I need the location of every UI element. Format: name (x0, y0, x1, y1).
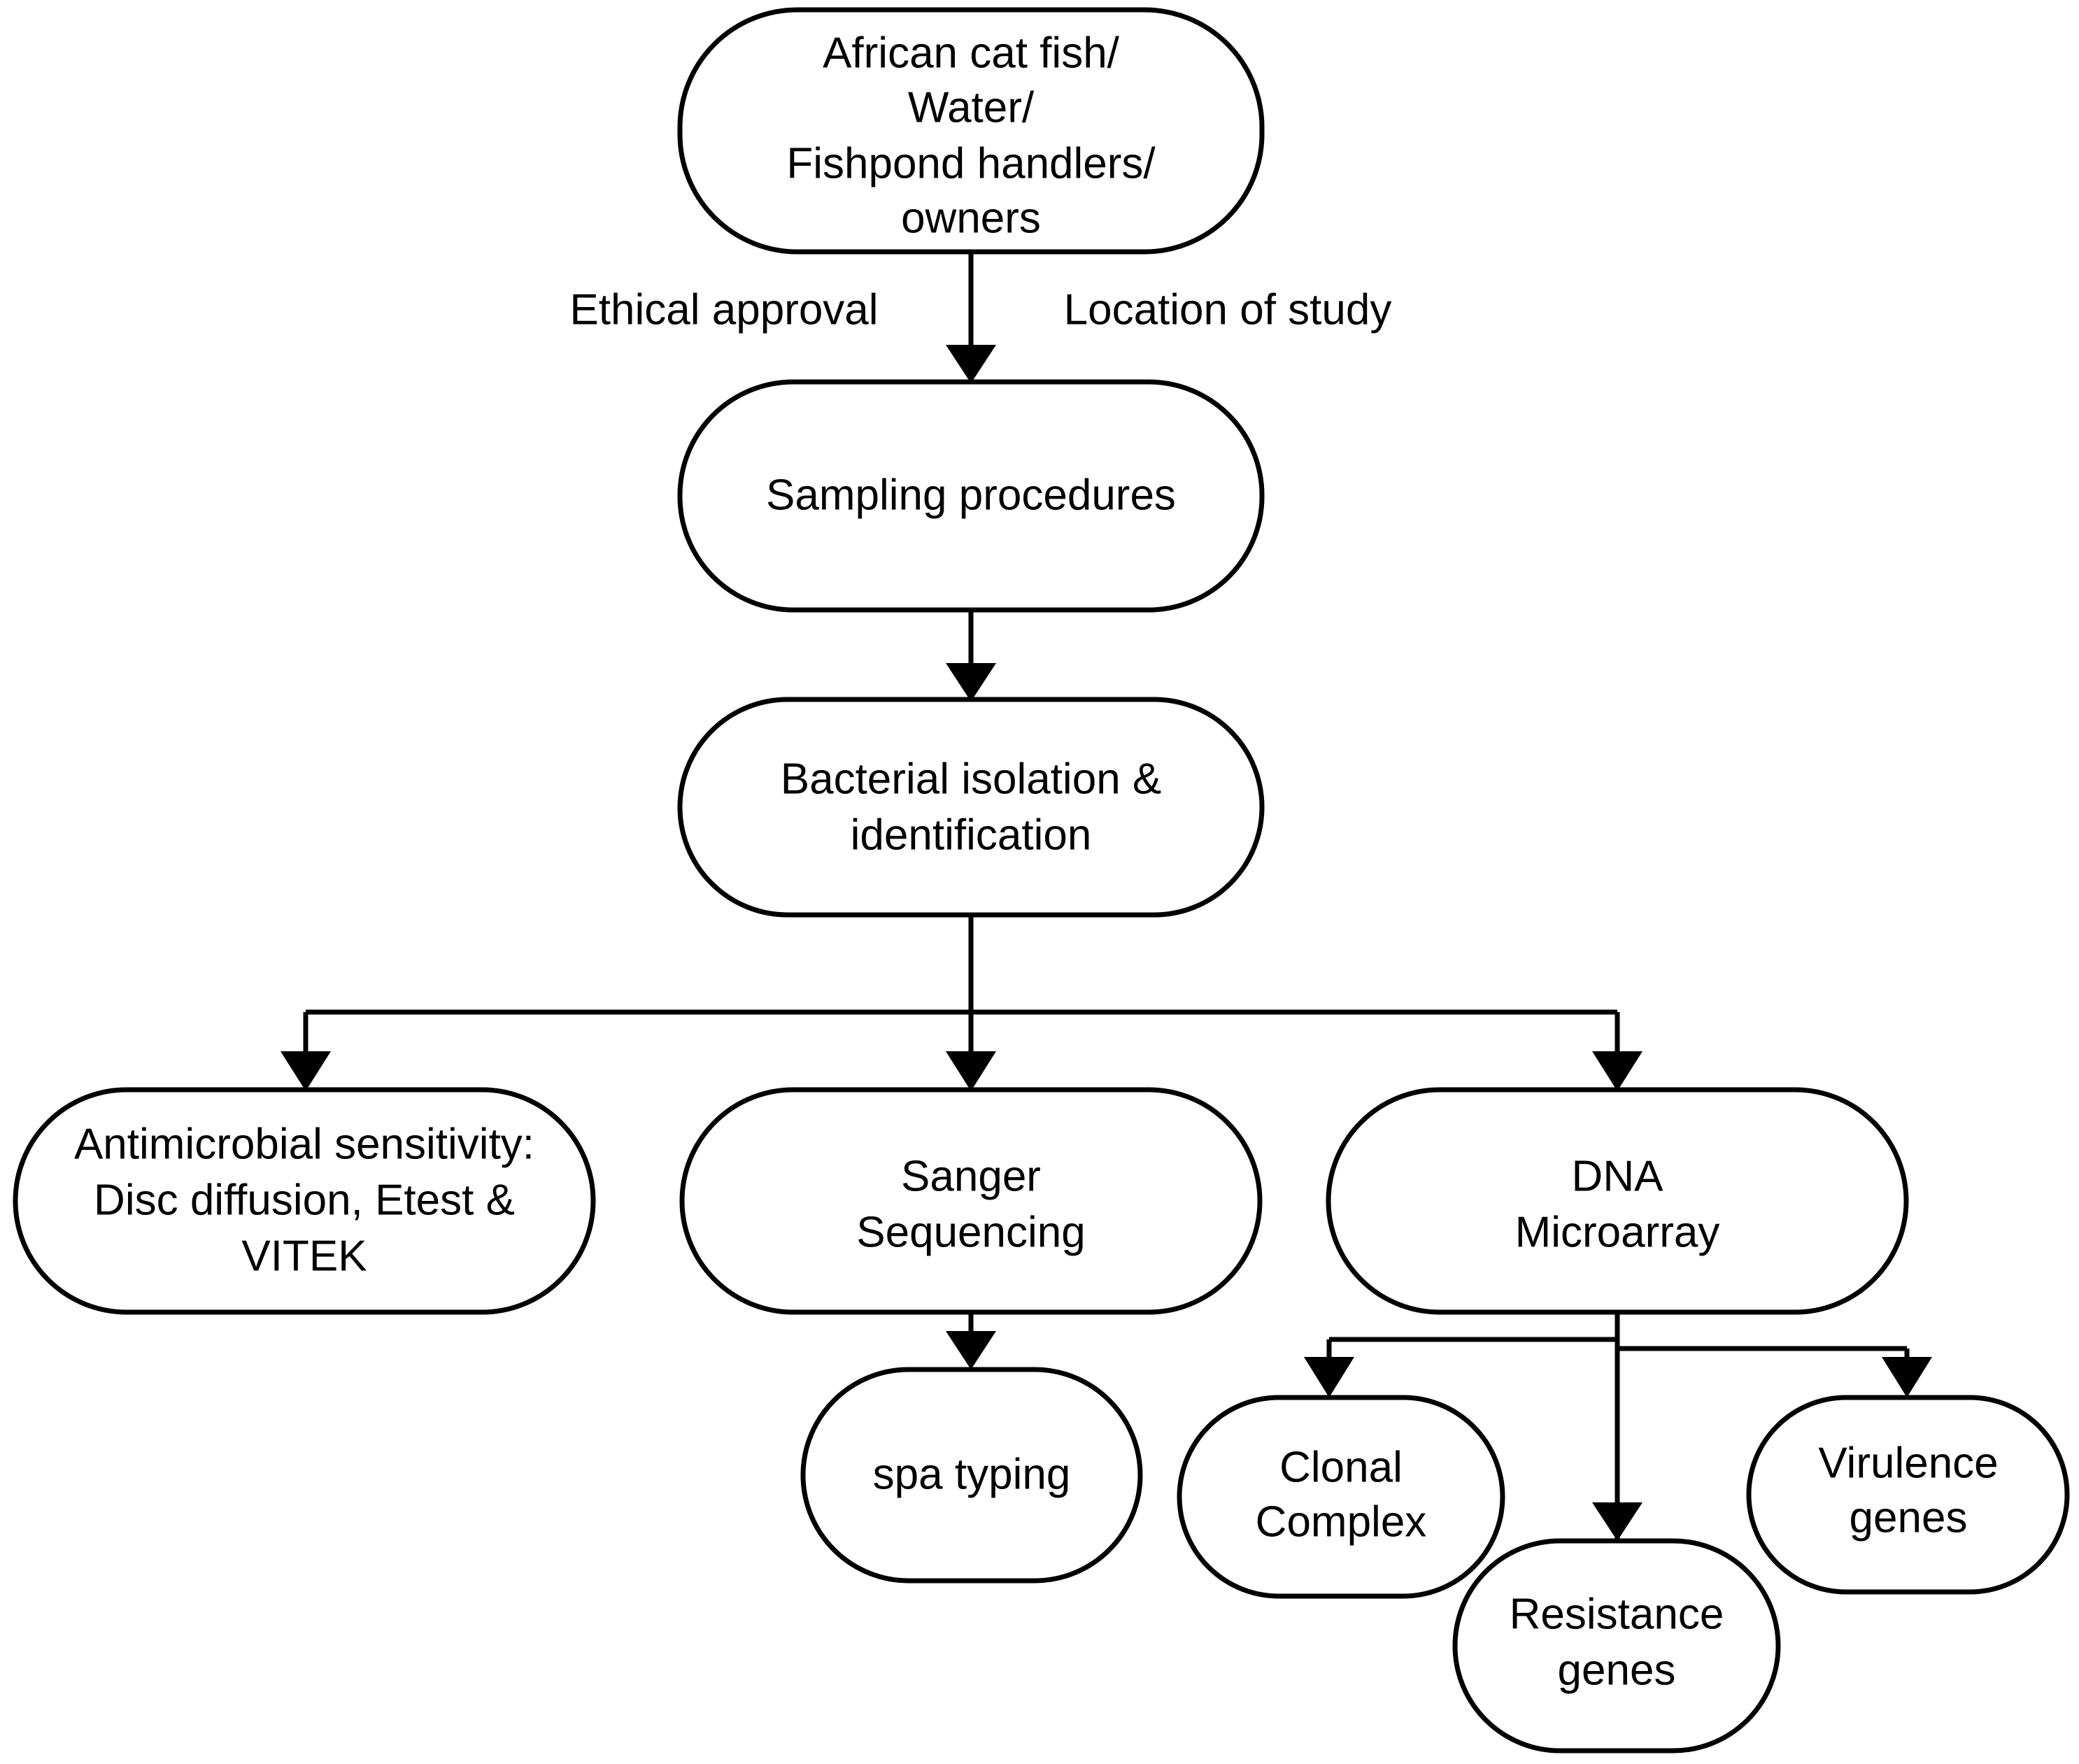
node-virulence-line-1: Virulence (1818, 1439, 1998, 1487)
node-sources[interactable]: African cat fish/ Water/ Fishpond handle… (677, 7, 1265, 255)
node-isolation-line-2: identification (851, 811, 1092, 859)
arrowhead-isolation-microarray (1592, 1051, 1642, 1091)
node-clonal-complex[interactable]: Clonal Complex (1177, 1395, 1505, 1599)
node-clonal-line-2: Complex (1256, 1498, 1427, 1546)
node-antimicrobial-sensitivity[interactable]: Antimicrobial sensitivity: Disc diffusio… (13, 1087, 596, 1315)
node-spa-typing-shape[interactable] (800, 1367, 1143, 1584)
arrowhead-isolation-ast (281, 1051, 331, 1091)
arrowhead-microarray-clonal (1304, 1357, 1354, 1397)
node-dna-microarray[interactable]: DNA Microarray (1326, 1087, 1909, 1315)
node-isolation[interactable]: Bacterial isolation & identification (677, 697, 1265, 918)
edge-sanger-to-spa (946, 1309, 996, 1370)
node-resistance-genes-shape[interactable] (1452, 1538, 1781, 1754)
node-clonal-complex-shape[interactable] (1177, 1395, 1505, 1599)
edge-sampling-to-isolation (946, 610, 996, 702)
node-sampling-shape[interactable] (677, 379, 1265, 613)
edge-labels-layer: Ethical approval Location of study (569, 285, 1391, 334)
arrowhead-sampling-isolation (946, 663, 996, 702)
node-clonal-line-1: Clonal (1279, 1443, 1403, 1491)
node-sanger-sequencing-shape[interactable] (679, 1087, 1263, 1315)
node-antimicrobial-sensitivity-shape[interactable] (13, 1087, 596, 1315)
node-sanger-line-2: Sequencing (856, 1208, 1086, 1256)
node-isolation-line-1: Bacterial isolation & (781, 755, 1162, 803)
edge-microarray-branching (1304, 1309, 1932, 1541)
node-virulence-line-2: genes (1850, 1493, 1968, 1542)
edge-isolation-branching (281, 915, 1642, 1091)
node-sources-line-4: owners (901, 194, 1041, 242)
node-virulence-genes[interactable]: Virulence genes (1746, 1395, 2070, 1595)
node-sources-line-1: African cat fish/ (823, 29, 1120, 77)
node-resistance-line-1: Resistance (1510, 1590, 1724, 1638)
node-isolation-shape[interactable] (677, 697, 1265, 918)
node-resistance-line-2: genes (1558, 1646, 1676, 1694)
node-sanger-sequencing[interactable]: Sanger Sequencing (679, 1087, 1263, 1315)
edge-sources-to-sampling (946, 252, 996, 383)
arrowhead-microarray-resistance (1592, 1502, 1642, 1541)
node-microarray-line-1: DNA (1572, 1152, 1664, 1200)
node-sanger-line-1: Sanger (901, 1152, 1041, 1200)
node-spa-typing[interactable]: spa typing (800, 1367, 1143, 1584)
node-sources-line-2: Water/ (908, 83, 1035, 131)
node-ast-line-2: Disc diffusion, Etest & (94, 1176, 515, 1224)
node-ast-line-1: Antimicrobial sensitivity: (74, 1120, 534, 1168)
node-sampling[interactable]: Sampling procedures (677, 379, 1265, 613)
edge-label-location-of-study: Location of study (1064, 285, 1392, 334)
node-spa-line-1: spa typing (873, 1450, 1071, 1498)
arrowhead-microarray-virulence (1882, 1357, 1932, 1397)
node-sources-shape[interactable] (677, 7, 1265, 255)
node-virulence-genes-shape[interactable] (1746, 1395, 2070, 1595)
arrowhead-sanger-spa (946, 1331, 996, 1370)
node-ast-line-3: VITEK (241, 1232, 367, 1280)
node-sources-line-3: Fishpond handlers/ (786, 139, 1156, 187)
arrowhead-isolation-sanger (946, 1051, 996, 1091)
node-resistance-genes[interactable]: Resistance genes (1452, 1538, 1781, 1754)
arrowhead-sources-sampling (946, 345, 996, 383)
node-sampling-line-1: Sampling procedures (766, 471, 1176, 519)
edge-label-ethical-approval: Ethical approval (569, 285, 878, 334)
node-microarray-line-2: Microarray (1515, 1208, 1720, 1256)
node-dna-microarray-shape[interactable] (1326, 1087, 1909, 1315)
